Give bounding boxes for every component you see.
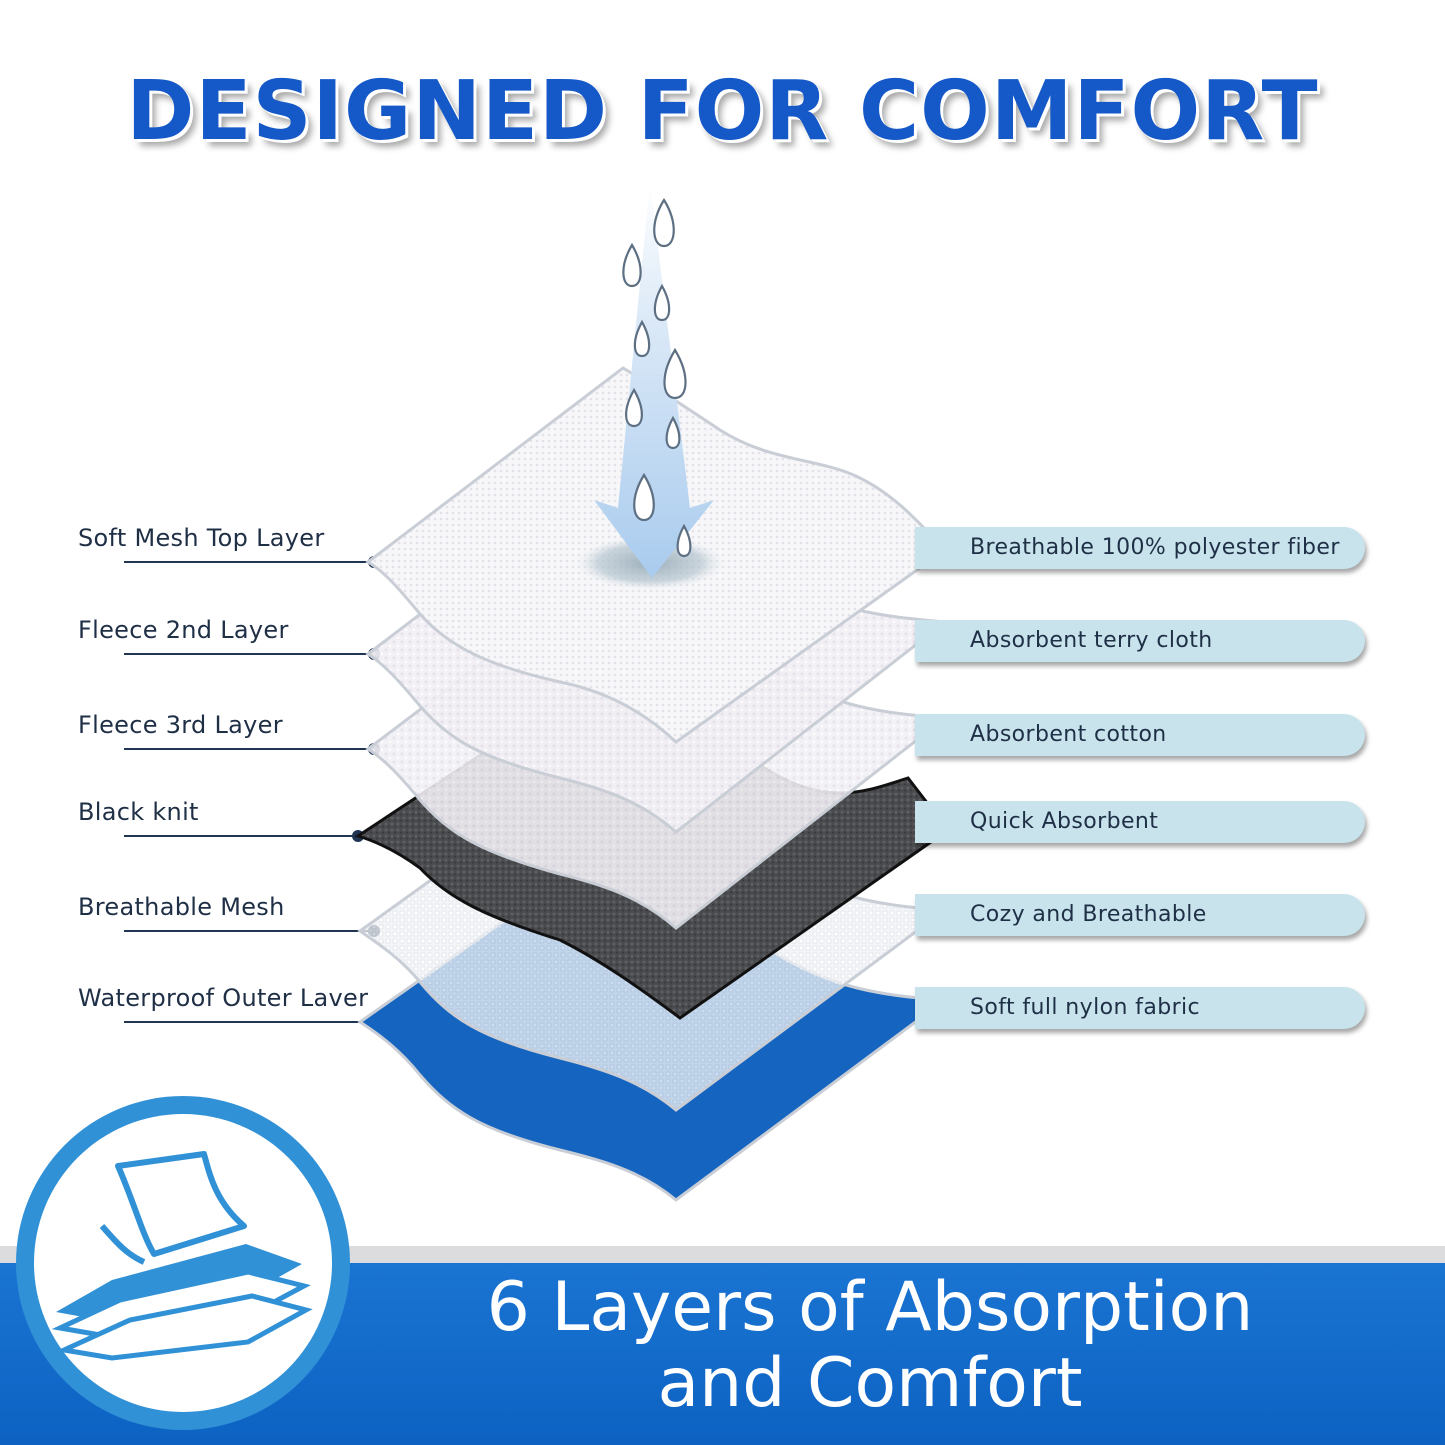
layer-description-text: Quick Absorbent	[970, 809, 1159, 834]
layer-description-text: Soft full nylon fabric	[970, 995, 1201, 1020]
layer-description-pill: Absorbent terry cloth	[915, 620, 1365, 662]
page-title: DESIGNED FOR COMFORT	[126, 64, 1319, 159]
layer-description-text: Cozy and Breathable	[970, 902, 1207, 927]
layer-label-fleece-3rd: Fleece 3rd Layer	[78, 711, 283, 739]
layer-description-pill: Absorbent cotton	[915, 714, 1365, 756]
down-arrow-icon	[594, 182, 714, 578]
water-drop-icon	[622, 197, 692, 558]
layer-label-breathable-mesh: Breathable Mesh	[78, 893, 285, 921]
layers-icon	[51, 1151, 313, 1361]
layer-label-waterproof-outer: Waterproof Outer Laver	[78, 984, 369, 1012]
banner-line-1: 6 Layers of Absorption	[486, 1268, 1254, 1347]
banner-text: 6 Layers of Absorption and Comfort	[330, 1270, 1410, 1422]
layer-description-pill: Breathable 100% polyester fiber	[915, 527, 1365, 569]
layer-description-text: Breathable 100% polyester fiber	[970, 535, 1340, 560]
layer-description-text: Absorbent cotton	[970, 722, 1167, 747]
layer-description-pill: Quick Absorbent	[915, 801, 1365, 843]
layer-label-soft-mesh-top: Soft Mesh Top Layer	[78, 524, 325, 552]
layer-description-text: Absorbent terry cloth	[970, 628, 1213, 653]
layer-label-black-knit: Black knit	[78, 798, 199, 826]
layer-description-pill: Cozy and Breathable	[915, 894, 1365, 936]
banner-line-2: and Comfort	[657, 1344, 1083, 1423]
layer-description-pill: Soft full nylon fabric	[915, 987, 1365, 1029]
layer-label-fleece-2nd: Fleece 2nd Layer	[78, 616, 289, 644]
banner-divider	[0, 1246, 1445, 1265]
